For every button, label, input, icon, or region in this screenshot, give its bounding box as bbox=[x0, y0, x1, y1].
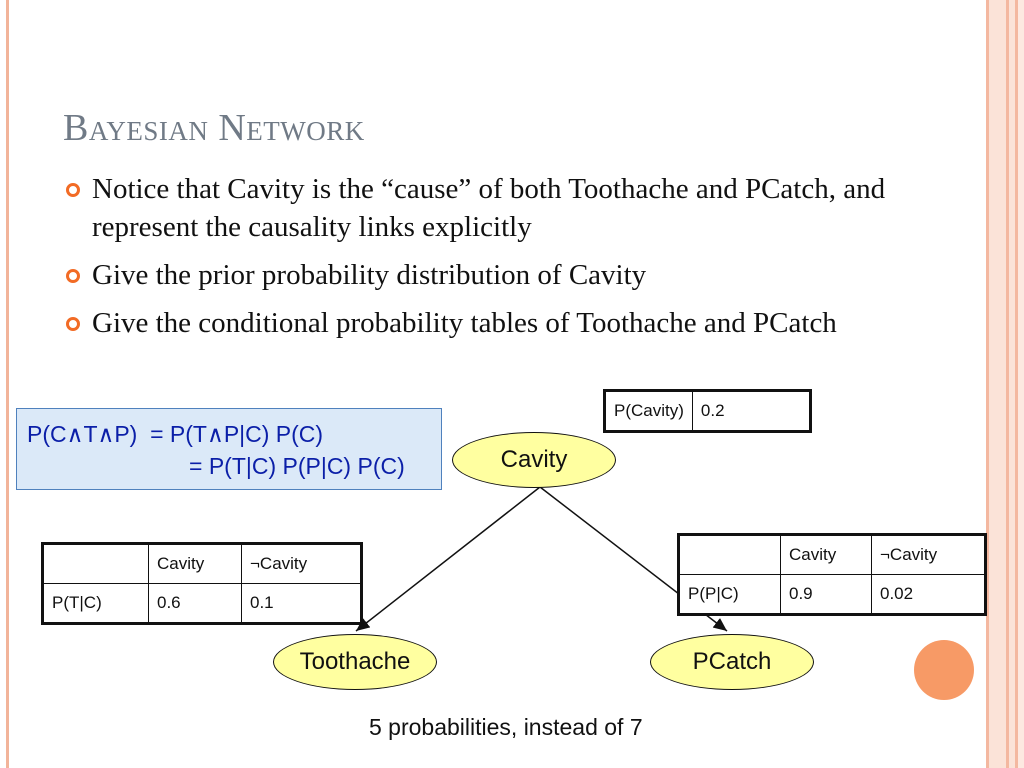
prior-cavity-table: P(Cavity) 0.2 bbox=[603, 389, 812, 433]
table-row-label: P(T|C) bbox=[42, 583, 149, 624]
bullet-text: Give the prior probability distribution … bbox=[92, 259, 647, 291]
formula-line-1: P(C∧T∧P) = P(T∧P|C) P(C) bbox=[27, 421, 324, 447]
bullet-ring-icon bbox=[66, 317, 80, 331]
bullet-ring-icon bbox=[66, 183, 80, 197]
pcatch-cpt-table: Cavity ¬Cavity P(P|C) 0.9 0.02 bbox=[677, 533, 987, 616]
prior-value-cell: 0.2 bbox=[691, 390, 811, 432]
table-cell: 0.6 bbox=[148, 583, 242, 624]
table-header-cell: Cavity bbox=[148, 543, 242, 584]
toothache-cpt-table: Cavity ¬Cavity P(T|C) 0.6 0.1 bbox=[41, 542, 363, 625]
edge-cavity-toothache bbox=[355, 486, 541, 632]
formula-line-2: = P(T|C) P(P|C) P(C) bbox=[189, 453, 405, 479]
caption-text: 5 probabilities, instead of 7 bbox=[369, 714, 643, 740]
table-cell: 0.02 bbox=[871, 574, 986, 615]
bullet-item: Notice that Cavity is the “cause” of bot… bbox=[66, 170, 986, 246]
node-toothache: Toothache bbox=[273, 634, 437, 690]
table-cell: 0.1 bbox=[241, 583, 362, 624]
table-cell: 0.9 bbox=[780, 574, 872, 615]
table-header-cell bbox=[678, 534, 781, 575]
bullet-ring-icon bbox=[66, 269, 80, 283]
right-border-stripes bbox=[980, 0, 1024, 768]
node-pcatch: PCatch bbox=[650, 634, 814, 690]
table-header-cell: Cavity bbox=[780, 534, 872, 575]
joint-probability-formula: P(C∧T∧P) = P(T∧P|C) P(C) = P(T|C) P(P|C)… bbox=[16, 408, 442, 490]
decorative-circle bbox=[914, 640, 974, 700]
table-row-label: P(P|C) bbox=[678, 574, 781, 615]
table-header-cell: ¬Cavity bbox=[871, 534, 986, 575]
table-header-cell bbox=[42, 543, 149, 584]
left-border bbox=[6, 0, 9, 768]
bullet-text: Give the conditional probability tables … bbox=[92, 307, 837, 339]
bullet-item: Give the prior probability distribution … bbox=[66, 256, 986, 294]
bullet-item: Give the conditional probability tables … bbox=[66, 304, 986, 342]
bullet-list: Notice that Cavity is the “cause” of bot… bbox=[66, 170, 986, 352]
bullet-text: Notice that Cavity is the “cause” of bot… bbox=[92, 173, 886, 243]
node-cavity: Cavity bbox=[452, 432, 616, 488]
prior-label-cell: P(Cavity) bbox=[604, 390, 693, 432]
table-header-cell: ¬Cavity bbox=[241, 543, 362, 584]
slide-title: Bayesian Network bbox=[63, 107, 365, 149]
